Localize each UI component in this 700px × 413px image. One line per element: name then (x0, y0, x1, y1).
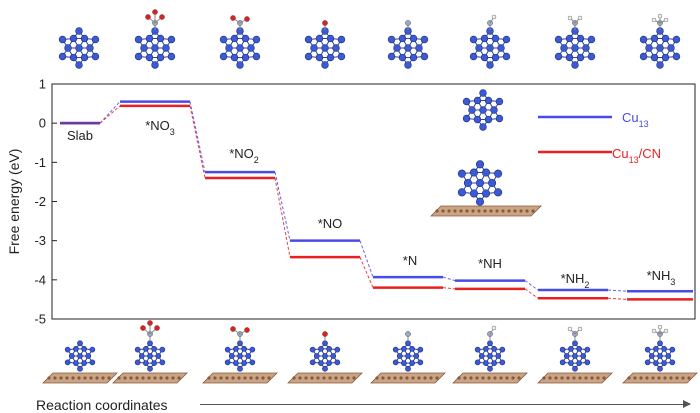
cn-substrate (112, 372, 188, 384)
adsorbate-no (322, 331, 328, 341)
level-connector (524, 288, 539, 299)
label-no3: *NO3 (145, 118, 175, 137)
label-no: *NO (318, 216, 343, 231)
level-connector (607, 297, 628, 300)
cn-substrate (370, 372, 446, 384)
y-tick-label: -4 (34, 272, 46, 287)
reaction-arrow (200, 400, 691, 408)
level-connector (99, 101, 121, 124)
adsorbate-no (322, 20, 328, 30)
adsorbate-nh2 (567, 15, 583, 30)
x-axis-label: Reaction coordinates (36, 397, 168, 413)
top-cluster (58, 27, 100, 69)
inset-cu13-cn-cluster (457, 160, 503, 206)
cn-substrate (287, 372, 363, 384)
level-connector (274, 177, 291, 258)
adsorbate-nh3 (651, 324, 669, 341)
cn-substrate (452, 372, 528, 384)
adsorbate-n (405, 331, 411, 341)
adsorbate-nh2 (567, 326, 583, 341)
y-tick-label: 0 (39, 116, 46, 131)
series-cu13 (60, 100, 693, 293)
label-n: *N (403, 253, 417, 268)
level-connector (442, 287, 456, 290)
bottom-cluster-row (42, 320, 698, 384)
label-slab: Slab (67, 128, 93, 143)
level-connector (359, 256, 374, 288)
top-cluster (134, 27, 176, 69)
series-cu13-cn (60, 104, 693, 301)
y-tick-label: -2 (34, 194, 46, 209)
level-connector (359, 240, 374, 278)
top-cluster (554, 27, 596, 69)
inset-cu13-cluster (462, 89, 504, 131)
label-nh3: *NH3 (647, 268, 676, 287)
label-no2: *NO2 (229, 146, 259, 165)
y-tick-label: -3 (34, 233, 46, 248)
bottom-cluster (224, 340, 256, 372)
adsorbate-nh (487, 325, 497, 341)
level-connector (189, 101, 206, 173)
top-cluster (219, 27, 261, 69)
bottom-cluster (392, 340, 424, 372)
inset-cn-substrate (430, 205, 542, 217)
level-connector (99, 105, 121, 124)
cn-substrate (42, 372, 118, 384)
top-cluster (387, 27, 429, 69)
top-cluster (469, 27, 511, 69)
bottom-cluster (644, 340, 676, 372)
bottom-cluster (309, 340, 341, 372)
level-connector (607, 289, 628, 292)
bottom-cluster (134, 340, 166, 372)
cn-substrate (202, 372, 278, 384)
level-connector (524, 280, 539, 291)
y-axis-label: Free energy (eV) (6, 149, 22, 255)
level-connector (274, 172, 291, 241)
top-cluster (639, 27, 681, 69)
legend-label-cu13-cn: Cu13/CN (612, 146, 661, 165)
y-tick-label: -1 (34, 155, 46, 170)
axes: 1 0 -1 -2 -3 -4 -5 Free energy (eV) (6, 77, 696, 327)
plot-marks: Slab *NO3 *NO2 *NO *N *NH *NH2 *NH3 (60, 100, 693, 301)
adsorbate-nh (487, 14, 497, 30)
top-cluster-row (58, 9, 681, 69)
label-nh2: *NH2 (561, 271, 590, 290)
bottom-cluster (559, 340, 591, 372)
cn-substrate (537, 372, 613, 384)
cn-substrate (622, 372, 698, 384)
y-tick-label: 1 (39, 77, 46, 92)
bottom-cluster (64, 340, 96, 372)
adsorbate-no2 (230, 326, 250, 341)
adsorbate-n (405, 20, 411, 30)
adsorbate-no3 (140, 320, 160, 341)
adsorbate-no2 (230, 15, 250, 30)
adsorbate-no3 (145, 9, 165, 30)
level-connector (442, 276, 456, 282)
legend-label-cu13: Cu13 (622, 110, 649, 129)
level-connector (189, 105, 206, 179)
label-nh: *NH (478, 256, 502, 271)
y-tick-label: -5 (34, 312, 46, 327)
top-cluster (304, 27, 346, 69)
adsorbate-nh3 (651, 13, 669, 30)
bottom-cluster (474, 340, 506, 372)
